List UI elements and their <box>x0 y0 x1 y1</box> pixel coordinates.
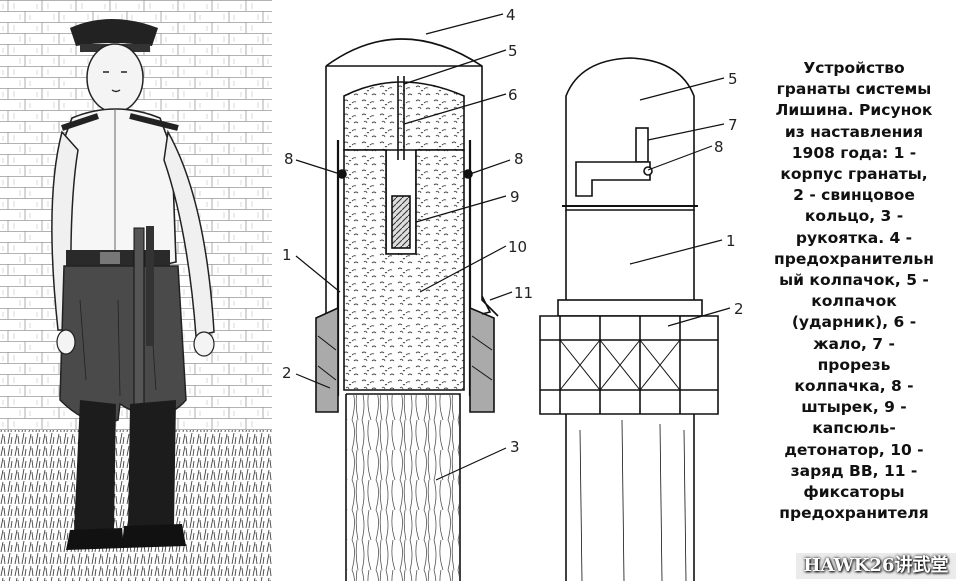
callout-3: 3 <box>510 438 520 456</box>
callout-5-right: 5 <box>728 70 738 88</box>
callout-labels: 4 5 6 8 8 9 10 1 11 2 3 5 7 8 1 2 <box>282 6 744 456</box>
callout-2-right: 2 <box>734 300 744 318</box>
callout-7: 7 <box>728 116 738 134</box>
caption-line: колпачок <box>811 292 897 311</box>
caption-line: фиксаторы <box>803 483 905 502</box>
leader-lines <box>295 13 731 481</box>
callout-5: 5 <box>508 42 518 60</box>
caption-line: прорезь <box>817 355 891 374</box>
section-diagram <box>315 38 499 581</box>
callout-6: 6 <box>508 86 518 104</box>
caption-line: заряд ВВ, 11 - <box>790 461 918 480</box>
caption-line: капсюль- <box>812 419 896 438</box>
callout-4: 4 <box>506 6 516 24</box>
watermark: HAWK26讲武堂 <box>796 553 956 579</box>
caption-line: ый колпачок, 5 - <box>779 271 929 290</box>
caption-line: корпус гранаты, <box>780 165 928 184</box>
exterior-diagram <box>539 57 719 581</box>
callout-1-left: 1 <box>282 246 292 264</box>
caption-line: жало, 7 - <box>813 334 895 353</box>
caption-line: кольцо, 3 - <box>804 207 904 226</box>
caption-line: штырек, 9 - <box>801 398 907 417</box>
caption-line: (ударник), 6 - <box>791 313 917 332</box>
callout-8-right: 8 <box>714 138 724 156</box>
caption-line: детонатор, 10 - <box>784 440 924 459</box>
caption-line: колпачка, 8 - <box>794 377 914 396</box>
caption-line: 2 - свинцовое <box>793 186 915 205</box>
soldier-illustration <box>0 0 272 581</box>
callout-9: 9 <box>510 188 520 206</box>
callout-10: 10 <box>508 238 527 256</box>
caption-line: гранаты системы <box>776 80 932 99</box>
caption-line: из наставления <box>784 122 924 141</box>
callout-11: 11 <box>514 284 533 302</box>
callout-8-left: 8 <box>284 150 294 168</box>
caption-line: предохранительн <box>774 249 934 268</box>
caption-line: Лишина. Рисунок <box>775 101 933 120</box>
caption-line: 1908 года: 1 - <box>791 143 917 162</box>
caption-line: Устройство <box>803 59 905 77</box>
caption-line: предохранителя <box>779 504 929 523</box>
callout-2-left: 2 <box>282 364 292 382</box>
callout-8-mid: 8 <box>514 150 524 168</box>
callout-1-right: 1 <box>726 232 736 250</box>
caption-line: рукоятка. 4 - <box>795 228 913 247</box>
